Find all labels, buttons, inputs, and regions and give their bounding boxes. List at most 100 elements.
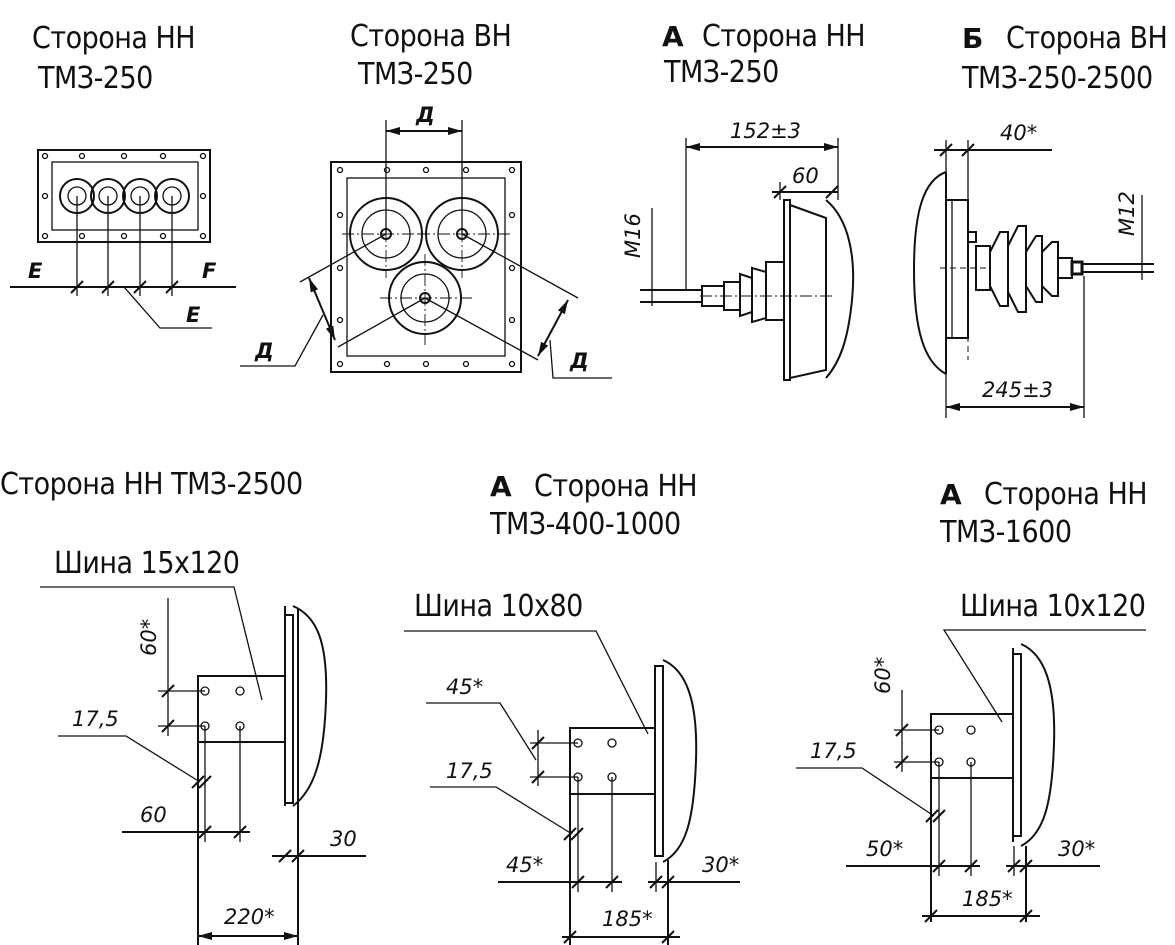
v6-tick-g bbox=[649, 875, 663, 889]
v6-leader-175 bbox=[430, 786, 573, 835]
v5-tick-g bbox=[278, 849, 292, 863]
v6-bus-leader bbox=[404, 630, 649, 735]
v7-tick-a bbox=[895, 723, 909, 737]
v6-bus-plate bbox=[569, 727, 655, 945]
v6-tick-e bbox=[571, 875, 585, 889]
v7-dim-50: 50* bbox=[866, 837, 903, 861]
v5-leader-175 bbox=[58, 735, 201, 783]
v1-ticks bbox=[70, 280, 179, 294]
v7-dim-60v: 60* bbox=[871, 657, 895, 694]
view7-title: Сторона НН bbox=[984, 477, 1147, 512]
v5-tick-e bbox=[198, 825, 212, 839]
view-a-lv-tm3-1600: А Сторона НН ТМЗ-1600 Шина 10x120 60* 17… bbox=[796, 477, 1148, 923]
view4-letter: Б bbox=[962, 22, 983, 55]
v7-tick-f bbox=[964, 859, 978, 873]
view6-bus: Шина 10x80 bbox=[414, 589, 583, 624]
v2-label-d-left: Д bbox=[254, 339, 274, 363]
v7-tick-c bbox=[925, 809, 939, 823]
v1-bushings bbox=[59, 178, 190, 214]
v5-dim-60v: 60* bbox=[137, 619, 161, 656]
view1-title: Сторона НН bbox=[32, 21, 195, 56]
view3-model: ТМЗ-250 bbox=[663, 55, 779, 90]
v6-dim-175: 17,5 bbox=[446, 759, 493, 783]
v3-tick-b bbox=[825, 185, 839, 199]
view-lv-tm3-2500: Сторона НН ТМЗ-2500 Шина 15x120 60* 17,5 bbox=[0, 467, 366, 945]
v2-bolt-holes bbox=[336, 166, 516, 368]
v4-dim-top: 40* bbox=[1000, 121, 1037, 145]
v7-tick-g bbox=[1007, 859, 1021, 873]
v5-tick-f bbox=[233, 825, 247, 839]
view2-title: Сторона ВН bbox=[350, 19, 511, 54]
v7-tick-i bbox=[924, 909, 938, 923]
view7-letter: А bbox=[940, 478, 962, 511]
v5-dim-60h: 60 bbox=[140, 803, 167, 827]
v1-flange-inner bbox=[51, 161, 199, 231]
v4-cover bbox=[912, 171, 947, 375]
v2-bushings bbox=[349, 197, 499, 335]
v4-flange bbox=[945, 199, 969, 339]
v5-tick-d bbox=[198, 775, 212, 789]
v6-dim-45b: 45* bbox=[506, 853, 543, 877]
v5-bus-plate bbox=[197, 675, 285, 945]
v1-label-e1: Е bbox=[28, 259, 43, 283]
v3-thread: М16 bbox=[621, 213, 645, 258]
v7-dim-30: 30* bbox=[1058, 837, 1095, 861]
v7-bus-leader bbox=[942, 629, 1146, 723]
view7-model: ТМЗ-1600 bbox=[939, 515, 1071, 550]
v5-tick-h bbox=[291, 849, 305, 863]
v3-bushing bbox=[642, 261, 785, 324]
v7-tick-h bbox=[1019, 859, 1033, 873]
view6-model: ТМЗ-400-1000 bbox=[489, 507, 681, 542]
v5-dim-220: 220* bbox=[224, 905, 275, 929]
v1-label-f: F bbox=[202, 259, 217, 283]
view4-title: Сторона ВН bbox=[1006, 21, 1167, 56]
v4-bolt bbox=[967, 231, 977, 243]
v6-cover bbox=[662, 659, 698, 863]
view4-model: ТМЗ-250-2500 bbox=[961, 61, 1153, 96]
v5-cover bbox=[292, 605, 328, 807]
view5-title: Сторона НН ТМЗ-2500 bbox=[0, 467, 303, 502]
view-a-lv-tm3-400-1000: А Сторона НН ТМЗ-400-1000 Шина 10x80 45*… bbox=[404, 469, 740, 945]
v5-holes bbox=[200, 686, 245, 731]
v4-thread: М12 bbox=[1115, 191, 1139, 236]
v7-leader-175 bbox=[796, 767, 935, 817]
v1-bolt-holes bbox=[41, 152, 207, 240]
v6-tick-h bbox=[661, 875, 675, 889]
v2-flange-outer bbox=[330, 161, 522, 373]
v3-dim-length: 152±3 bbox=[730, 119, 801, 143]
v6-tick-j bbox=[661, 930, 675, 944]
v5-bus-leader bbox=[40, 586, 263, 701]
v6-tick-f bbox=[605, 875, 619, 889]
view2-model: ТМЗ-250 bbox=[357, 57, 473, 92]
v4-tick-b bbox=[961, 143, 975, 157]
v2-label-d-top: Д bbox=[415, 103, 435, 127]
v5-tick-b bbox=[161, 719, 175, 733]
v6-holes bbox=[573, 738, 617, 782]
view-hv-tm3-250: Сторона ВН ТМЗ-250 Д bbox=[240, 19, 612, 379]
v6-dim-30: 30* bbox=[702, 853, 739, 877]
view-b-hv-tm3-side: Б Сторона ВН ТМЗ-250-2500 40* bbox=[912, 21, 1168, 418]
v5-tick-a bbox=[161, 684, 175, 698]
v7-tick-d bbox=[932, 809, 946, 823]
v6-tick-b bbox=[531, 770, 545, 784]
v6-wall bbox=[654, 665, 664, 857]
v3-flange-body bbox=[789, 203, 827, 380]
v5-wall bbox=[284, 614, 294, 804]
v2-label-d-right: Д bbox=[569, 349, 589, 373]
v2-dim-top bbox=[385, 120, 463, 234]
v2-dim-right bbox=[424, 233, 612, 379]
v1-label-e2: Е bbox=[186, 303, 201, 327]
view7-bus: Шина 10x120 bbox=[960, 589, 1145, 624]
v6-tick-c bbox=[563, 827, 577, 841]
v6-tick-d bbox=[570, 827, 584, 841]
view5-bus: Шина 15x120 bbox=[54, 546, 239, 581]
v7-holes bbox=[934, 725, 976, 767]
v1-extension-lines bbox=[76, 196, 173, 296]
v5-dim-175: 17,5 bbox=[72, 707, 119, 731]
v1-flange-outer bbox=[37, 149, 211, 243]
v7-bus-plate bbox=[930, 713, 1013, 922]
view6-letter: А bbox=[490, 470, 512, 503]
v4-tick-a bbox=[939, 143, 953, 157]
v5-tick-c bbox=[191, 775, 205, 789]
v7-dim-185: 185* bbox=[962, 887, 1013, 911]
